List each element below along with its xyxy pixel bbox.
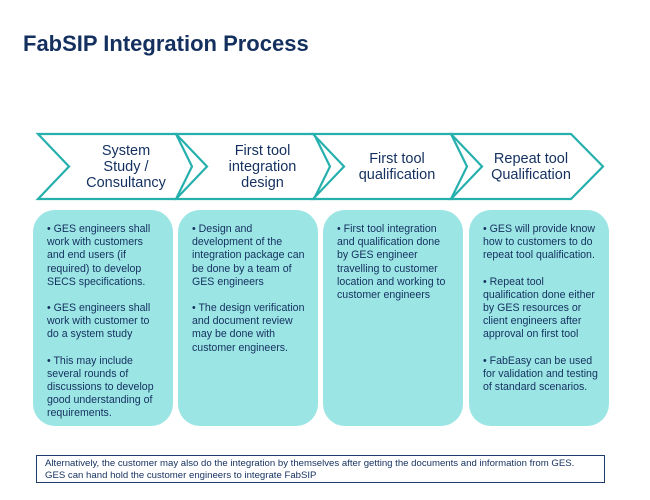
note-line: Alternatively, the customer may also do … <box>45 458 575 469</box>
bullet-item: • FabEasy can be used for validation and… <box>483 354 598 394</box>
step-2-label: First tool integration design <box>205 134 320 200</box>
step-4-label-line: Qualification <box>491 167 571 183</box>
bullet-item: • GES will provide know how to customers… <box>483 223 596 262</box>
step-1-label-line: Consultancy <box>86 175 166 191</box>
step-3-label: First tool qualification <box>338 134 456 200</box>
step-4-details: • GES will provide know how to customers… <box>469 210 609 426</box>
bullet-item: • The design verification and document r… <box>192 302 305 354</box>
bullet-item: • This may include several rounds of dis… <box>47 354 154 420</box>
bullet-item: • GES engineers shall work with customer… <box>47 302 151 341</box>
step-4-label-line: Repeat tool <box>493 151 569 167</box>
note-line: GES can hand hold the customer engineers… <box>45 470 317 481</box>
step-1-label: System Study / Consultancy <box>66 134 186 200</box>
step-2-label-line: design <box>241 175 284 191</box>
chevron-step-4 <box>448 132 605 201</box>
step-1-label-line: Study / <box>103 159 149 175</box>
step-2-details: • Design and development of the integrat… <box>178 210 318 426</box>
step-1-label-line: System <box>101 143 151 159</box>
step-3-label-line: qualification <box>358 167 436 183</box>
bullet-item: • GES engineers shall work with customer… <box>47 223 151 288</box>
step-3-label-line: First tool <box>369 151 425 167</box>
step-4-label: Repeat tool Qualification <box>476 134 586 200</box>
step-2-label-line: integration <box>228 159 297 175</box>
page-title: FabSIP Integration Process <box>23 31 309 56</box>
step-3-details: • First tool integration and qualificati… <box>323 210 463 426</box>
step-1-details: • GES engineers shall work with customer… <box>33 210 173 426</box>
step-2-label-line: First tool <box>234 143 291 159</box>
alternative-note: Alternatively, the customer may also do … <box>36 455 605 483</box>
bullet-item: • Repeat tool qualification done either … <box>483 275 595 341</box>
bullet-item: • First tool integration and qualificati… <box>337 223 446 302</box>
bullet-item: • Design and development of the integrat… <box>192 223 305 288</box>
